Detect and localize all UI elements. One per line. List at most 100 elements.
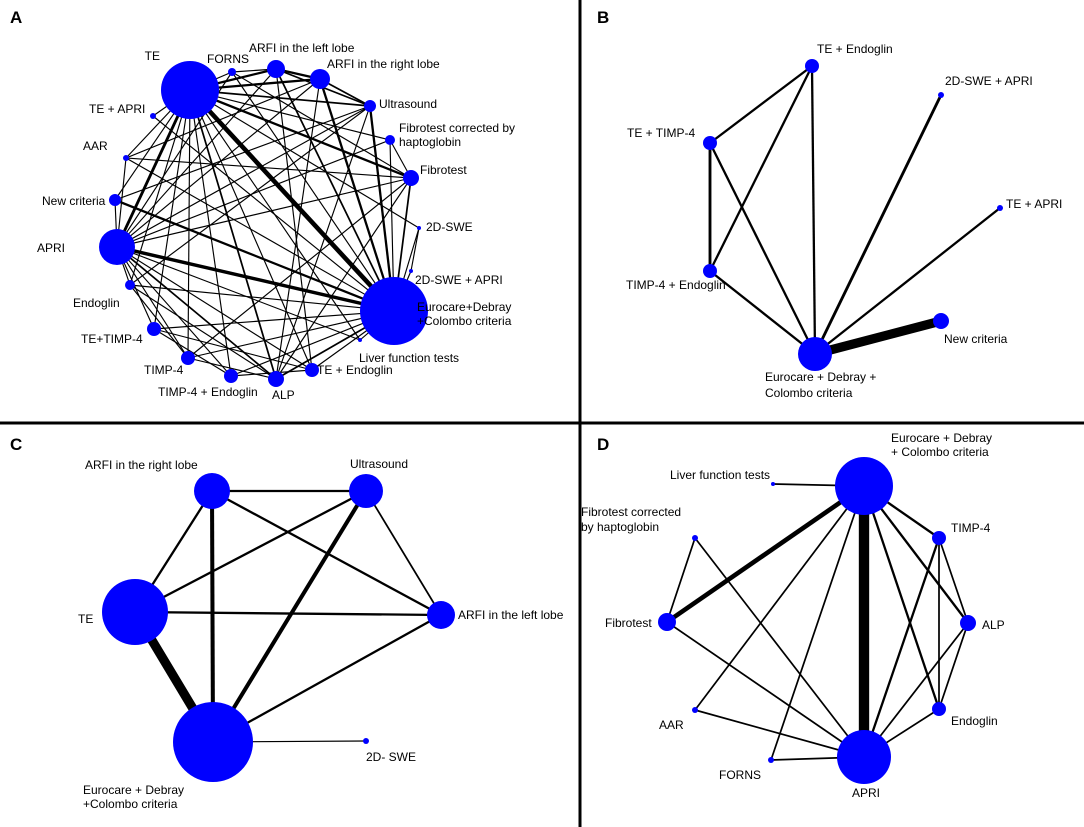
node-label-c-edc: Eurocare + Debray+Colombo criteria xyxy=(83,783,184,811)
node-a-aar xyxy=(123,155,129,161)
node-label-d-aar: AAR xyxy=(659,718,684,732)
edge-d-t4-apri xyxy=(862,537,941,758)
node-label-line: by haptoglobin xyxy=(581,520,659,534)
node-label-line: Fibrotest corrected xyxy=(581,505,681,519)
node-label-line: Fibrotest xyxy=(605,616,652,630)
node-label-line: TE+TIMP-4 xyxy=(81,332,143,346)
node-a-apri xyxy=(99,229,135,265)
node-label-line: +Colombo criteria xyxy=(417,314,512,328)
node-b-sweapri xyxy=(938,92,944,98)
edge-a-aar-ft xyxy=(125,157,412,179)
node-label-a-lft: Liver function tests xyxy=(359,351,459,365)
edge-a-swe-sweapri xyxy=(410,227,420,272)
node-a-teapri xyxy=(150,113,156,119)
edge-a-apri-us xyxy=(116,105,371,248)
edge-d-edc-aar xyxy=(694,485,865,711)
node-label-a-tet4: TE+TIMP-4 xyxy=(81,332,143,346)
edge-a-te-alp xyxy=(189,89,277,380)
node-d-t4 xyxy=(932,531,946,545)
node-label-a-sweapri: 2D-SWE + APRI xyxy=(415,273,503,287)
node-label-b-nc: New criteria xyxy=(944,332,1008,346)
node-label-d-end: Endoglin xyxy=(951,714,998,728)
node-label-c-arfi_r: ARFI in the right lobe xyxy=(85,458,198,472)
node-label-line: TE + APRI xyxy=(89,102,145,116)
edge-a-alp-us xyxy=(275,105,371,380)
node-label-line: Endoglin xyxy=(73,296,120,310)
node-label-d-t4: TIMP-4 xyxy=(951,521,991,535)
node-label-a-edc: Eurocare+Debray+Colombo criteria xyxy=(417,300,512,328)
node-label-line: TE xyxy=(145,49,160,63)
panel-d-letter: D xyxy=(597,435,609,454)
node-label-line: New criteria xyxy=(944,332,1008,346)
node-label-line: ALP xyxy=(272,388,295,402)
node-label-a-te: TE xyxy=(145,49,160,63)
edge-a-arfi_r-edc xyxy=(318,78,396,312)
panel-a-letter: A xyxy=(10,8,22,27)
panel-d: D Eurocare + Debray+ Colombo criteriaLiv… xyxy=(581,431,1005,800)
node-label-line: TIMP-4 + Endoglin xyxy=(626,278,726,292)
node-label-d-alp: ALP xyxy=(982,618,1005,632)
node-label-a-teapri: TE + APRI xyxy=(89,102,145,116)
edge-d-alp-end xyxy=(938,622,969,710)
node-label-line: FORNS xyxy=(207,52,249,66)
node-d-end xyxy=(932,702,946,716)
edge-a-apri-arfi_r xyxy=(116,78,321,248)
node-label-d-lft: Liver function tests xyxy=(670,468,770,482)
node-label-line: AAR xyxy=(659,718,684,732)
node-a-te xyxy=(161,61,219,119)
node-c-arfi_l xyxy=(427,601,455,629)
node-label-line: TE xyxy=(78,612,93,626)
edge-a-te-t4 xyxy=(187,89,191,359)
edge-a-te-tet4 xyxy=(153,89,191,330)
node-a-ft xyxy=(403,170,419,186)
node-label-line: AAR xyxy=(83,139,108,153)
edge-c-us-arfi_l xyxy=(365,490,442,616)
edge-a-apri-arfi_l xyxy=(116,68,277,248)
node-b-teend xyxy=(805,59,819,73)
node-label-line: Eurocare + Debray xyxy=(83,783,184,797)
edge-a-tet4-t4end xyxy=(153,328,232,377)
node-d-edc xyxy=(835,457,893,515)
edge-c-edc-arfi_l xyxy=(212,613,442,744)
node-d-alp xyxy=(960,615,976,631)
node-label-line: New criteria xyxy=(42,194,106,208)
node-label-line: Colombo criteria xyxy=(765,386,853,400)
node-label-line: ARFI in the right lobe xyxy=(327,57,440,71)
node-label-line: TE + TIMP-4 xyxy=(627,126,695,140)
node-label-line: Ultrasound xyxy=(379,97,437,111)
edge-a-nc-us xyxy=(114,105,371,201)
node-a-tet4 xyxy=(147,322,161,336)
node-label-a-alp: ALP xyxy=(272,388,295,402)
node-label-line: Eurocare + Debray xyxy=(891,431,992,445)
edge-a-aar-arfi_r xyxy=(125,78,321,159)
edge-a-end-alp xyxy=(129,284,277,380)
node-label-c-te: TE xyxy=(78,612,93,626)
node-label-line: ARFI in the left lobe xyxy=(249,41,355,55)
edge-a-end-us xyxy=(129,105,371,286)
node-label-line: Liver function tests xyxy=(670,468,770,482)
node-label-line: TE + Endoglin xyxy=(317,363,393,377)
node-label-line: Fibrotest corrected by xyxy=(399,121,515,135)
node-label-a-aar: AAR xyxy=(83,139,108,153)
edge-d-t4-alp xyxy=(938,537,969,624)
edge-a-arfi_l-edc xyxy=(275,68,395,312)
node-label-line: TIMP-4 + Endoglin xyxy=(158,385,258,399)
node-label-b-edc: Eurocare + Debray +Colombo criteria xyxy=(765,370,876,400)
node-label-line: Endoglin xyxy=(951,714,998,728)
panel-b-edges xyxy=(708,65,1001,359)
node-label-line: APRI xyxy=(37,241,65,255)
node-b-edc xyxy=(798,337,832,371)
node-label-line: ALP xyxy=(982,618,1005,632)
node-label-line: TIMP-4 xyxy=(951,521,991,535)
node-d-aar xyxy=(692,707,698,713)
edge-d-aar-apri xyxy=(694,709,865,758)
node-label-a-swe: 2D-SWE xyxy=(426,220,473,234)
node-label-b-teapri: TE + APRI xyxy=(1006,197,1062,211)
node-label-a-forns: FORNS xyxy=(207,52,249,66)
